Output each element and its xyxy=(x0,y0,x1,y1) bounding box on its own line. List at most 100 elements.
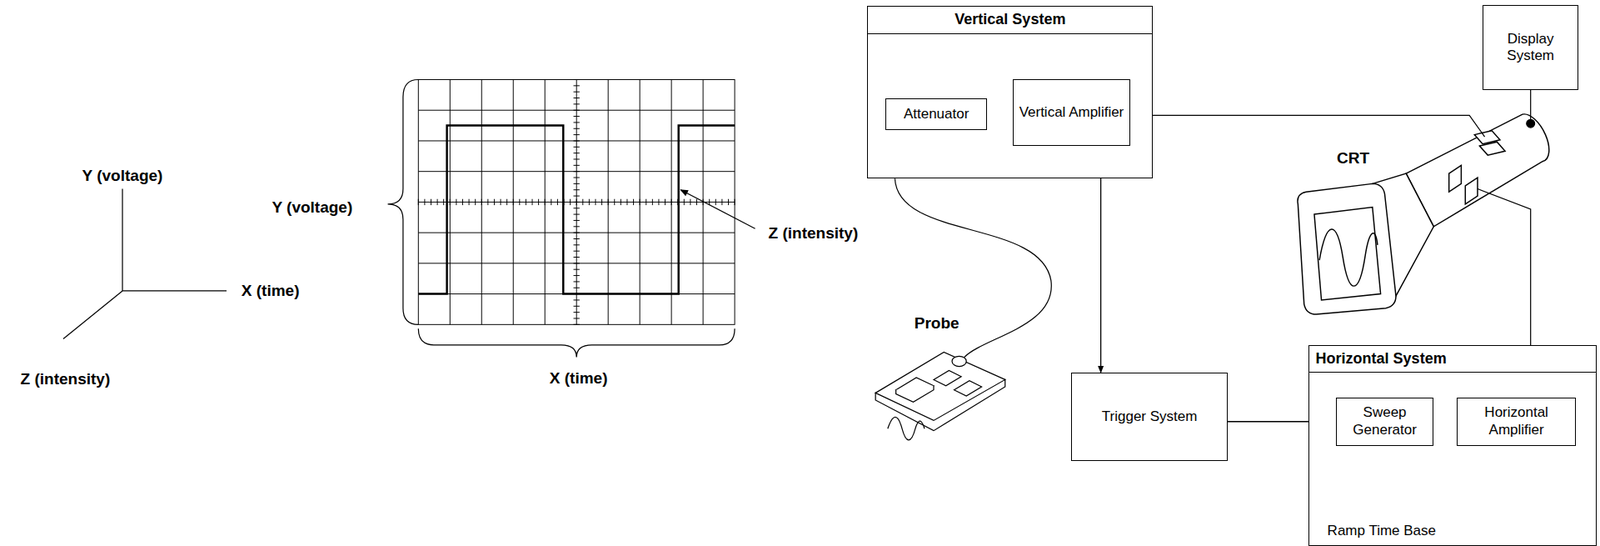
block-box: Display System xyxy=(1482,4,1579,90)
axis-label: Y (voltage) xyxy=(80,166,165,185)
axis-label: CRT xyxy=(1335,149,1371,168)
grid-line xyxy=(657,199,659,205)
grid-line xyxy=(715,199,717,205)
grid-line xyxy=(481,199,483,205)
grid-line xyxy=(652,199,653,205)
circuit-board xyxy=(875,351,1006,420)
crt xyxy=(1465,177,1478,205)
crt xyxy=(1314,207,1381,300)
grid-line xyxy=(573,317,580,319)
grid-line xyxy=(443,199,444,205)
axis-label: X (time) xyxy=(239,281,302,300)
block-label: Attenuator xyxy=(903,105,969,123)
leader-arrow xyxy=(680,189,755,230)
brace xyxy=(388,79,419,324)
grid-line xyxy=(525,199,527,205)
crt xyxy=(1405,114,1550,227)
crt xyxy=(1297,114,1550,315)
grid-line xyxy=(573,207,580,209)
grid-line xyxy=(639,79,641,324)
system-box: Vertical SystemAttenuator Vertical Amplif… xyxy=(867,5,1153,179)
graticule xyxy=(418,79,735,324)
grid-line xyxy=(573,244,580,245)
grid-line xyxy=(418,232,735,234)
axes xyxy=(121,188,123,290)
axis-label: Y (voltage) xyxy=(269,198,354,217)
grid-line xyxy=(608,79,609,324)
crt-wire xyxy=(1530,89,1531,123)
grid-line xyxy=(449,199,451,205)
grid-line xyxy=(468,199,470,205)
grid-line xyxy=(582,199,584,205)
grid-line xyxy=(573,262,580,264)
grid-line xyxy=(689,199,691,205)
axis-label: Ramp Time Base xyxy=(1325,522,1438,539)
circuit-board xyxy=(887,416,925,440)
circuit-board xyxy=(952,355,967,366)
grid-line xyxy=(573,256,580,258)
probe-cable xyxy=(894,178,1052,357)
system-box: Horizontal SystemSweep Generator Horizont… xyxy=(1308,344,1598,546)
circuit-board xyxy=(896,385,934,403)
grid-line xyxy=(418,199,419,205)
grid-line xyxy=(696,199,698,205)
grid-line xyxy=(601,199,603,205)
grid-line xyxy=(594,199,596,205)
axis-label: Z (intensity) xyxy=(19,369,113,389)
grid-line xyxy=(626,199,628,205)
axis-label: X (time) xyxy=(548,368,610,388)
block-box: Sweep Generator xyxy=(1335,397,1433,446)
axis-label: Probe xyxy=(912,314,962,333)
axes xyxy=(63,290,123,339)
grid-line xyxy=(573,299,580,300)
grid-line xyxy=(500,199,502,205)
grid-line xyxy=(573,139,580,141)
probe-cable xyxy=(894,178,1052,393)
grid-line xyxy=(462,199,464,205)
grid-line xyxy=(550,199,552,205)
grid-line xyxy=(633,199,634,205)
system-heading: Vertical System xyxy=(867,6,1152,35)
grid-line xyxy=(573,152,580,154)
grid-line xyxy=(620,199,622,205)
grid-line xyxy=(538,199,539,205)
grid-line xyxy=(613,199,615,205)
grid-line xyxy=(573,109,580,111)
system-heading: Horizontal System xyxy=(1309,345,1597,374)
block-box: Vertical Amplifier xyxy=(1012,79,1131,146)
grid-line xyxy=(664,199,666,205)
grid-line xyxy=(544,79,546,324)
axis-label: Z (intensity) xyxy=(767,224,861,243)
grid-line xyxy=(573,323,580,325)
block-label: Horizontal Amplifier xyxy=(1461,403,1571,439)
grid-line xyxy=(573,103,580,105)
grid-line xyxy=(573,274,580,276)
crt xyxy=(1297,183,1396,315)
grid-line xyxy=(573,84,580,86)
grid-line xyxy=(518,199,520,205)
crt-wire xyxy=(1130,114,1485,137)
grid-line xyxy=(481,79,483,324)
grid-line xyxy=(573,201,580,203)
brace xyxy=(388,79,736,357)
grid-line xyxy=(532,199,534,205)
grid-line xyxy=(423,199,425,205)
grid-line xyxy=(573,134,580,135)
axes xyxy=(63,188,227,339)
block-label: Sweep Generator xyxy=(1340,403,1428,439)
grid-line xyxy=(418,170,735,172)
grid-line xyxy=(671,199,673,205)
grid-line xyxy=(449,79,451,324)
block-label: Display System xyxy=(1487,30,1574,65)
grid-line xyxy=(437,199,439,205)
grid-line xyxy=(544,199,546,205)
grid-line xyxy=(573,79,580,80)
block-label: Vertical Amplifier xyxy=(1019,104,1125,121)
grid-line xyxy=(573,232,580,234)
circuit-board xyxy=(875,351,1006,440)
grid-line xyxy=(671,79,673,324)
grid-line xyxy=(455,199,457,205)
grid-line xyxy=(573,183,580,185)
crt xyxy=(1319,229,1378,286)
